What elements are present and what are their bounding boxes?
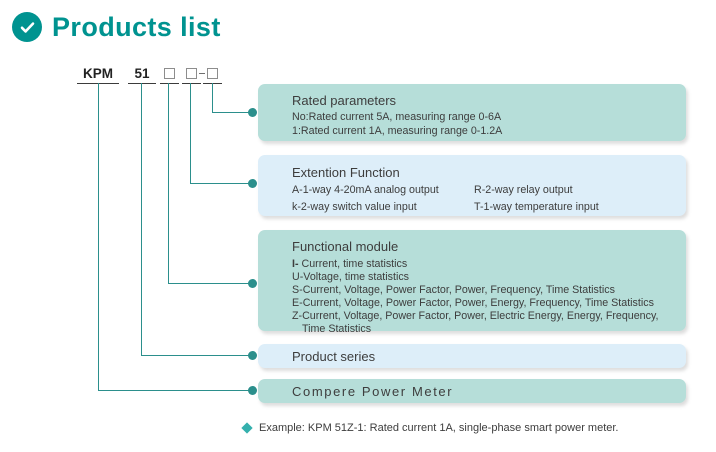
callout-box-extention-function: Extention Function A-1-way 4-20mA analog… — [258, 155, 686, 216]
rated-parameters-line-2: 1:Rated current 1A, measuring range 0-1.… — [292, 125, 503, 137]
functional-module-line-2: U-Voltage, time statistics — [292, 271, 410, 283]
code-underline-square-1 — [160, 83, 179, 84]
code-segment-51: 51 — [134, 66, 150, 81]
code-underline-square-2 — [182, 83, 201, 84]
functional-module-line-4: E-Current, Voltage, Power Factor, Power,… — [292, 297, 654, 309]
page-title: Products list — [12, 12, 221, 42]
connector-h-rated-parameters — [212, 112, 252, 113]
extention-function-title: Extention Function — [292, 165, 400, 180]
code-dash — [199, 73, 205, 74]
code-segment-kpm: KPM — [83, 66, 113, 81]
functional-module-title: Functional module — [292, 239, 399, 254]
functional-module-line-5: Z-Current, Voltage, Power Factor, Power,… — [292, 310, 659, 322]
code-square-3 — [207, 68, 218, 79]
functional-module-line-1-rest: Current, time statistics — [298, 258, 408, 270]
callout-box-product-series: Product series — [258, 344, 686, 368]
callout-box-functional-module: Functional module I- Current, time stati… — [258, 230, 686, 335]
functional-module-line-1: I- Current, time statistics — [292, 258, 407, 271]
functional-module-line-1-prefix: I- — [292, 258, 299, 270]
example-note-text: Example: KPM 51Z-1: Rated current 1A, si… — [259, 422, 619, 434]
connector-h-functional-module — [168, 283, 252, 284]
page-title-text: Products list — [52, 12, 221, 42]
connector-dot-compere-power-meter — [248, 385, 257, 395]
check-circle-icon — [12, 12, 42, 42]
rated-parameters-title: Rated parameters — [292, 93, 397, 108]
callout-box-rated-parameters: Rated parameters No:Rated current 5A, me… — [258, 84, 686, 141]
product-series-label: Product series — [292, 349, 376, 364]
diamond-bullet-icon — [241, 422, 253, 434]
connector-dot-rated-parameters — [248, 107, 257, 117]
functional-module-line-3: S-Current, Voltage, Power Factor, Power,… — [292, 284, 615, 296]
example-note: Example: KPM 51Z-1: Rated current 1A, si… — [241, 421, 619, 435]
connector-h-extention-function — [190, 183, 252, 184]
connector-dot-extention-function — [248, 178, 257, 188]
compere-power-meter-label: Compere Power Meter — [292, 384, 454, 399]
connector-dot-product-series — [248, 350, 257, 360]
extention-function-col1-line-2: k-2-way switch value input — [292, 201, 417, 213]
connector-v-product-series — [141, 83, 142, 355]
connector-dot-functional-module — [248, 278, 257, 288]
extention-function-col2-line-1: R-2-way relay output — [474, 184, 573, 196]
extention-function-col2-line-2: T-1-way temperature input — [474, 201, 599, 213]
functional-module-line-6: Time Statistics — [302, 323, 372, 335]
code-underline-51 — [128, 83, 156, 84]
connector-h-product-series — [141, 355, 252, 356]
connector-v-functional-module — [168, 83, 169, 283]
connector-v-extention-function — [190, 83, 191, 183]
connector-v-rated-parameters — [212, 83, 213, 112]
rated-parameters-line-1: No:Rated current 5A, measuring range 0-6… — [292, 111, 502, 123]
extention-function-col1-line-1: A-1-way 4-20mA analog output — [292, 184, 439, 196]
connector-v-compere-power-meter — [98, 83, 99, 390]
connector-h-compere-power-meter — [98, 390, 252, 391]
code-square-2 — [186, 68, 197, 79]
code-square-1 — [164, 68, 175, 79]
callout-box-compere-power-meter: Compere Power Meter — [258, 379, 686, 403]
